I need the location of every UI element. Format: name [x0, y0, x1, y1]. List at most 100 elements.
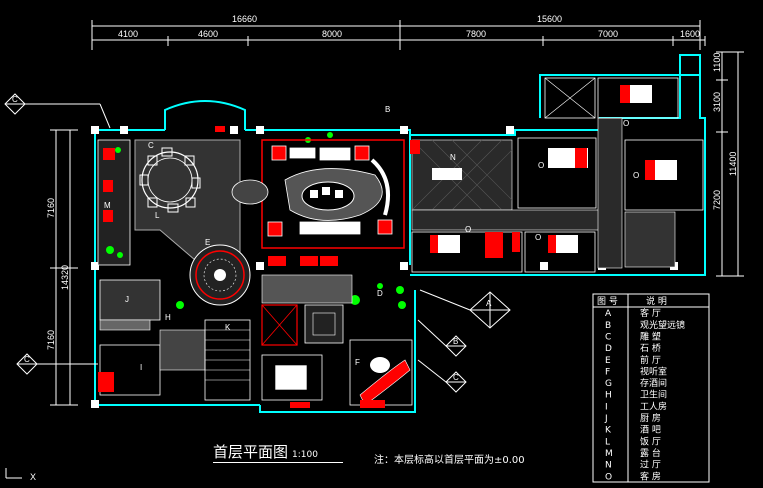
legend-desc-c: 雕 塑	[640, 330, 661, 342]
av-sofa	[370, 357, 390, 373]
dim-left-1: 7160	[46, 198, 56, 218]
svg-text:O: O	[633, 171, 639, 180]
legend-code-l: L	[605, 437, 610, 447]
legend-desc-m: 露 台	[640, 447, 661, 459]
legend-code-i: I	[605, 402, 608, 412]
right-dimension-chain	[716, 51, 744, 277]
legend-code-d: D	[605, 344, 612, 354]
legend-code-c: C	[605, 332, 611, 342]
misc-furniture	[215, 126, 520, 408]
legend-desc-e: 前 厅	[640, 354, 661, 366]
svg-text:F: F	[355, 358, 360, 367]
callout-a	[419, 289, 511, 329]
bathroom-right	[624, 211, 676, 268]
legend-desc-g: 存酒间	[640, 377, 667, 389]
legend-desc-h: 卫生间	[640, 389, 667, 401]
stone-bridge	[231, 179, 269, 205]
legend-code-n: N	[605, 461, 612, 471]
stair-well	[544, 77, 596, 119]
legend-code-e: E	[605, 356, 611, 366]
legend-desc-j: 厨 房	[640, 412, 661, 424]
drawing-scale: 1:100	[292, 450, 318, 460]
shaft	[304, 304, 344, 344]
dim-top-part-5: 7000	[598, 29, 618, 39]
legend-code-j: J	[604, 414, 608, 424]
left-dimension-chain	[50, 129, 78, 406]
dim-left-3: 7160	[46, 330, 56, 350]
title-underline	[213, 462, 343, 463]
svg-text:G: G	[295, 371, 301, 380]
corridor-vert	[597, 117, 623, 269]
spiral-stair	[189, 244, 251, 306]
sculpture-pieces	[310, 187, 343, 198]
legend-code-k: K	[605, 426, 612, 436]
bar-counter	[359, 359, 411, 406]
legend-desc-f: 视听室	[640, 365, 667, 377]
dim-top-part-1: 4100	[118, 29, 138, 39]
callout-c-bottom	[417, 359, 467, 393]
svg-text:B: B	[385, 105, 390, 114]
svg-text:E: E	[205, 238, 210, 247]
legend-table	[592, 293, 710, 483]
drawing-title-text: 首层平面图	[213, 443, 289, 461]
ucs-axis-icon	[5, 468, 22, 479]
callout-c-left-label: C	[24, 355, 30, 364]
svg-text:K: K	[225, 323, 231, 332]
stair-treads	[205, 329, 250, 381]
bed-3-pillow	[548, 235, 556, 253]
room-labels: B C D E F G H I J K L M N O O O O O	[104, 105, 639, 380]
callout-c-top-label: C	[12, 95, 18, 104]
dim-top-part-6: 1600	[680, 29, 700, 39]
dim-top-part-2: 4600	[198, 29, 218, 39]
svg-text:N: N	[450, 153, 456, 162]
bed-4-pillow	[645, 160, 655, 180]
legend-desc-d: 石 桥	[640, 342, 661, 354]
bathroom-h	[159, 329, 206, 371]
bed-2-pillow	[430, 235, 438, 253]
bay-window	[164, 100, 246, 130]
svg-text:O: O	[535, 233, 541, 242]
legend-header-desc: 说 明	[646, 295, 667, 307]
legend-code-f: F	[605, 367, 610, 377]
legend-code-g: G	[605, 379, 612, 389]
callout-a-label: A	[486, 299, 492, 308]
svg-text:M: M	[104, 201, 111, 210]
callout-c-bottom-label: C	[453, 373, 459, 382]
elevation-note: 注：本层标高以首层平面为±0.00	[374, 455, 525, 466]
svg-text:J: J	[125, 295, 129, 304]
svg-text:H: H	[165, 313, 171, 322]
dim-right-1: 1100	[712, 53, 722, 72]
curved-screen	[370, 158, 390, 216]
dim-right-2: 3100	[712, 92, 722, 112]
sculpture	[301, 181, 355, 211]
shaft-inner	[312, 312, 336, 336]
dining-area	[134, 139, 241, 261]
svg-text:D: D	[377, 289, 383, 298]
dim-top-part-3: 8000	[322, 29, 342, 39]
legend-desc-a: 客 厅	[640, 307, 661, 319]
servant-bed	[98, 372, 114, 392]
hall-sofa	[432, 168, 462, 180]
legend-desc-l: 饭 厅	[640, 435, 661, 447]
callout-c-left	[16, 353, 98, 375]
dim-left-2: 14320	[60, 265, 70, 290]
axis-x-label: X	[30, 472, 36, 482]
legend-header-code: 图 号	[597, 296, 618, 307]
top-dimension-chain	[91, 20, 706, 50]
dim-top-total-1: 16660	[232, 14, 257, 24]
elevator	[261, 304, 298, 346]
svg-text:O: O	[623, 119, 629, 128]
terrace	[97, 139, 131, 266]
callout-b	[417, 319, 467, 357]
dim-right-4: 11400	[728, 152, 738, 176]
svg-text:O: O	[538, 161, 544, 170]
svg-text:C: C	[148, 141, 154, 150]
plants	[106, 132, 493, 309]
terrace-furniture	[103, 148, 115, 222]
guest-room-4	[624, 139, 704, 211]
legend-code-b: B	[605, 321, 611, 331]
wine-cellar	[261, 354, 323, 401]
legend-desc-i: 工人房	[640, 400, 667, 412]
legend-code-a: A	[605, 309, 612, 319]
